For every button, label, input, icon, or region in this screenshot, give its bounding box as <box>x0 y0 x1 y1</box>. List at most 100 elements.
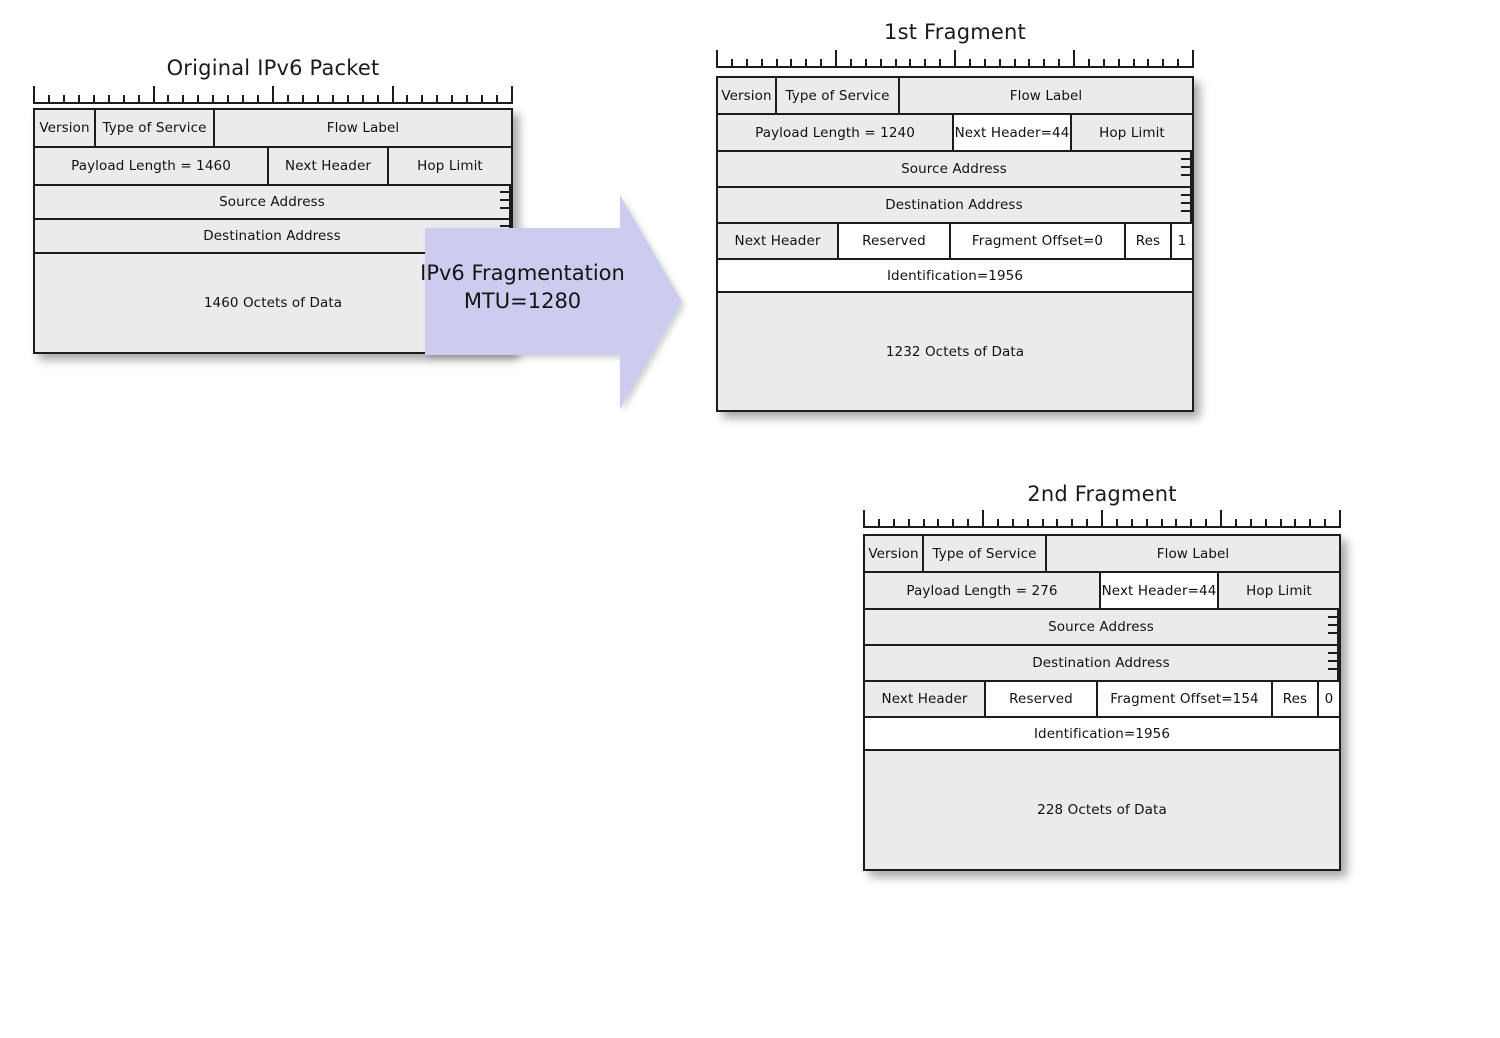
fragment-1-box: Version Type of Service Flow Label Paylo… <box>716 76 1194 412</box>
ruler-tick <box>182 95 184 104</box>
field-source-address: Source Address <box>718 152 1192 186</box>
ruler-tick <box>1027 519 1029 528</box>
ruler-tick <box>1012 519 1014 528</box>
field-payload-data: 228 Octets of Data <box>865 751 1339 869</box>
ruler-tick <box>820 59 822 68</box>
row-source-address: Source Address <box>865 610 1339 646</box>
row-source-address: Source Address <box>718 152 1192 188</box>
ruler-tick <box>746 59 748 68</box>
ruler-tick <box>123 95 125 104</box>
ruler-tick <box>392 86 394 104</box>
field-hop-limit: Hop Limit <box>389 148 511 184</box>
ruler-tick <box>153 86 155 104</box>
ruler-tick <box>167 95 169 104</box>
row-data: 228 Octets of Data <box>865 751 1339 869</box>
ruler-tick <box>1116 519 1118 528</box>
ruler-tick <box>1220 510 1222 528</box>
fragment-1-title: 1st Fragment <box>884 20 1026 44</box>
ruler-tick <box>908 519 910 528</box>
ruler-tick <box>227 95 229 104</box>
field-type-of-service: Type of Service <box>777 78 900 113</box>
ruler-tick <box>332 95 334 104</box>
arrow-label: IPv6 Fragmentation MTU=1280 <box>420 260 625 315</box>
field-version: Version <box>718 78 777 113</box>
ruler-tick <box>436 95 438 104</box>
field-fragment-offset: Fragment Offset=154 <box>1098 682 1273 716</box>
ruler-tick <box>761 59 763 68</box>
row-payload: Payload Length = 1460 Next Header Hop Li… <box>35 148 511 186</box>
ruler-tick <box>1190 519 1192 528</box>
ruler-tick <box>377 95 379 104</box>
field-version: Version <box>35 110 96 146</box>
expansion-mark-right-icon <box>1181 158 1192 180</box>
ruler-tick <box>1192 50 1194 68</box>
ruler-tick <box>850 59 852 68</box>
ruler-tick <box>1280 519 1282 528</box>
row-fragment-header: Next Header Reserved Fragment Offset=154… <box>865 682 1339 718</box>
arrow-label-line2: MTU=1280 <box>463 288 582 313</box>
ruler-tick <box>1294 519 1296 528</box>
fragment-2-ruler <box>863 510 1341 528</box>
row-identification: Identification=1956 <box>718 260 1192 293</box>
field-next-header: Next Header=44 <box>954 115 1072 150</box>
field-fragment-offset: Fragment Offset=0 <box>951 224 1126 258</box>
row-fragment-header: Next Header Reserved Fragment Offset=0 R… <box>718 224 1192 260</box>
field-type-of-service: Type of Service <box>96 110 215 146</box>
ruler-tick <box>1162 59 1164 68</box>
field-payload-data: 1232 Octets of Data <box>718 293 1192 410</box>
field-version: Version <box>865 536 924 571</box>
arrow-label-line1: IPv6 Fragmentation <box>420 261 625 285</box>
field-identification: Identification=1956 <box>865 718 1339 749</box>
ruler-tick <box>997 519 999 528</box>
ruler-tick <box>1147 59 1149 68</box>
field-flow-label: Flow Label <box>900 78 1192 113</box>
ruler-tick <box>1131 519 1133 528</box>
ruler-tick <box>466 95 468 104</box>
ruler-tick <box>969 59 971 68</box>
ruler-tick <box>1058 59 1060 68</box>
ruler-tick <box>1265 519 1267 528</box>
row-destination-address: Destination Address <box>718 188 1192 224</box>
ruler-tick <box>984 59 986 68</box>
ruler-tick <box>939 59 941 68</box>
ruler-tick <box>406 95 408 104</box>
ruler-tick <box>108 95 110 104</box>
ruler-tick <box>1088 59 1090 68</box>
ruler-tick <box>33 86 35 104</box>
ruler-tick <box>1056 519 1058 528</box>
row-payload: Payload Length = 1240 Next Header=44 Hop… <box>718 115 1192 152</box>
field-payload-length: Payload Length = 1240 <box>718 115 954 150</box>
ruler-tick <box>790 59 792 68</box>
field-hop-limit: Hop Limit <box>1219 573 1339 608</box>
ruler-tick <box>272 86 274 104</box>
ruler-tick <box>1339 510 1341 528</box>
ruler-tick <box>1042 519 1044 528</box>
field-frag-next-header: Next Header <box>865 682 986 716</box>
ruler-tick <box>511 86 513 104</box>
ruler-tick <box>347 95 349 104</box>
field-frag-reserved: Reserved <box>986 682 1098 716</box>
ruler-tick <box>302 95 304 104</box>
ruler-tick <box>242 95 244 104</box>
ruler-tick <box>63 95 65 104</box>
ruler-tick <box>909 59 911 68</box>
row-source-address: Source Address <box>35 186 511 220</box>
ruler-tick <box>952 519 954 528</box>
ruler-tick <box>731 59 733 68</box>
ruler-tick <box>863 510 865 528</box>
fragment-2-title: 2nd Fragment <box>1027 482 1177 506</box>
field-more-fragments-flag: 1 <box>1172 224 1192 258</box>
ruler-tick <box>481 95 483 104</box>
ruler-tick <box>1014 59 1016 68</box>
field-frag-res: Res <box>1126 224 1172 258</box>
ruler-tick <box>1073 50 1075 68</box>
ruler-tick <box>895 59 897 68</box>
ruler-tick <box>496 95 498 104</box>
expansion-mark-right-icon <box>1181 194 1192 216</box>
ruler-tick <box>1146 519 1148 528</box>
ruler-tick <box>776 59 778 68</box>
original-packet-ruler <box>33 86 513 104</box>
ruler-tick <box>1133 59 1135 68</box>
field-frag-res: Res <box>1273 682 1319 716</box>
field-flow-label: Flow Label <box>1047 536 1339 571</box>
